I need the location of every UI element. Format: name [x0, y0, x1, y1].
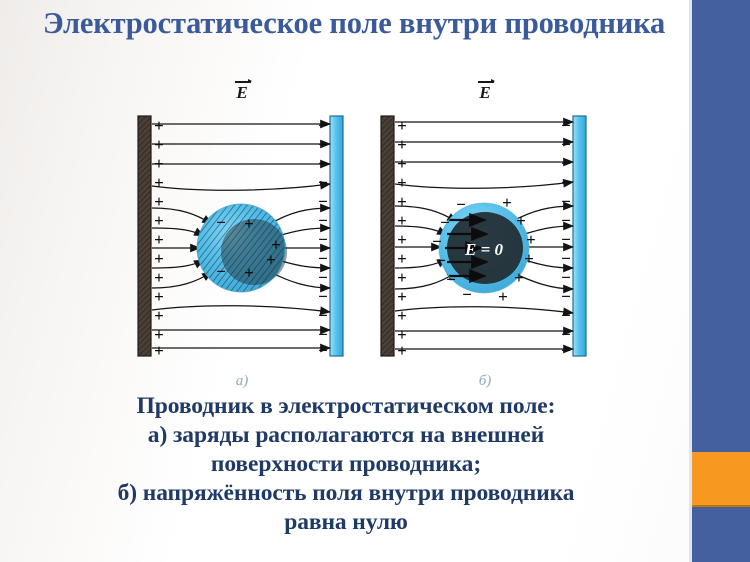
svg-text:+: +: [397, 211, 407, 230]
svg-text:−: −: [561, 341, 571, 360]
svg-text:−: −: [561, 249, 571, 268]
svg-text:+: +: [502, 193, 512, 212]
svg-text:−: −: [318, 211, 328, 230]
svg-text:+: +: [397, 154, 407, 173]
svg-text:+: +: [154, 230, 164, 249]
field-vector-label-b: E: [478, 78, 496, 102]
panel-caption-a: а): [235, 373, 249, 389]
svg-text:+: +: [514, 268, 524, 287]
panel-caption-b: б): [478, 373, 492, 389]
svg-text:+: +: [154, 249, 164, 268]
svg-text:−: −: [446, 270, 456, 289]
svg-text:−: −: [561, 306, 571, 325]
svg-text:+: +: [397, 306, 407, 325]
svg-text:+: +: [397, 230, 407, 249]
svg-text:−: −: [561, 211, 571, 230]
svg-text:−: −: [561, 268, 571, 287]
svg-text:+: +: [397, 116, 407, 135]
page-title: Электростатическое поле внутри проводник…: [42, 6, 666, 40]
svg-text:+: +: [266, 250, 276, 269]
svg-text:−: −: [318, 325, 328, 344]
svg-text:−: −: [561, 135, 571, 154]
svg-text:+: +: [154, 268, 164, 287]
svg-text:+: +: [397, 192, 407, 211]
svg-text:+: +: [397, 341, 407, 360]
figure-description: Проводник в электростатическом поле: а) …: [14, 392, 678, 537]
svg-text:−: −: [561, 287, 571, 306]
svg-text:+: +: [154, 173, 164, 192]
svg-text:+: +: [271, 235, 281, 254]
svg-text:−: −: [462, 285, 472, 304]
field-diagram-b: E = 0 − − − − − − + + + + + +: [380, 115, 587, 360]
svg-text:+: +: [154, 287, 164, 306]
svg-text:−: −: [318, 116, 328, 135]
sidebar-edge-stripe: [689, 0, 692, 562]
svg-text:+: +: [244, 263, 254, 282]
svg-text:−: −: [318, 230, 328, 249]
caption-line-3: поверхности проводника;: [210, 451, 482, 477]
svg-text:−: −: [561, 173, 571, 192]
svg-text:−: −: [318, 154, 328, 173]
svg-text:−: −: [216, 262, 226, 281]
svg-text:+: +: [154, 211, 164, 230]
svg-text:−: −: [318, 268, 328, 287]
svg-text:+: +: [154, 325, 164, 344]
svg-text:−: −: [456, 195, 466, 214]
svg-text:−: −: [318, 306, 328, 325]
field-diagram-a: − + − + + + +++ +++ +++ +++ + −−−: [137, 115, 344, 360]
svg-text:+: +: [154, 306, 164, 325]
svg-text:+: +: [154, 192, 164, 211]
svg-text:+: +: [397, 268, 407, 287]
caption-line-5: равна нулю: [284, 509, 408, 535]
caption-line-2: а) заряды располагаются на внешней: [147, 422, 545, 448]
svg-text:−: −: [318, 135, 328, 154]
svg-text:−: −: [436, 251, 446, 270]
caption-line-1: Проводник в электростатическом поле:: [136, 393, 556, 419]
svg-text:+: +: [397, 325, 407, 344]
svg-text:−: −: [561, 116, 571, 135]
svg-text:+: +: [154, 135, 164, 154]
figure-panel-a: E: [118, 78, 366, 390]
svg-text:+: +: [154, 154, 164, 173]
svg-text:+: +: [524, 249, 534, 268]
svg-text:−: −: [318, 341, 328, 360]
svg-text:−: −: [440, 213, 450, 232]
field-vector-label-a: E: [235, 78, 253, 102]
svg-text:−: −: [561, 325, 571, 344]
svg-text:−: −: [216, 213, 226, 232]
svg-text:−: −: [318, 287, 328, 306]
svg-text:−: −: [318, 192, 328, 211]
svg-text:−: −: [561, 192, 571, 211]
svg-text:−: −: [432, 232, 442, 251]
svg-text:−: −: [561, 154, 571, 173]
svg-text:+: +: [516, 211, 526, 230]
svg-text:−: −: [318, 249, 328, 268]
svg-text:+: +: [397, 173, 407, 192]
svg-text:+: +: [397, 287, 407, 306]
physics-figure: E: [118, 78, 628, 390]
svg-text:+: +: [526, 230, 536, 249]
svg-text:−: −: [561, 230, 571, 249]
svg-text:+: +: [244, 214, 254, 233]
svg-text:+: +: [397, 135, 407, 154]
svg-text:+: +: [498, 287, 508, 306]
figure-panel-b: E: [361, 78, 609, 390]
svg-text:+: +: [397, 249, 407, 268]
svg-text:+: +: [154, 116, 164, 135]
sidebar-orange-block-shadow: [692, 505, 750, 508]
svg-text:+: +: [154, 341, 164, 360]
caption-line-4: б) напряжённость поля внутри проводника: [117, 480, 575, 506]
sidebar-orange-block: [692, 452, 750, 507]
svg-text:−: −: [318, 173, 328, 192]
field-zero-label: E = 0: [464, 240, 504, 259]
